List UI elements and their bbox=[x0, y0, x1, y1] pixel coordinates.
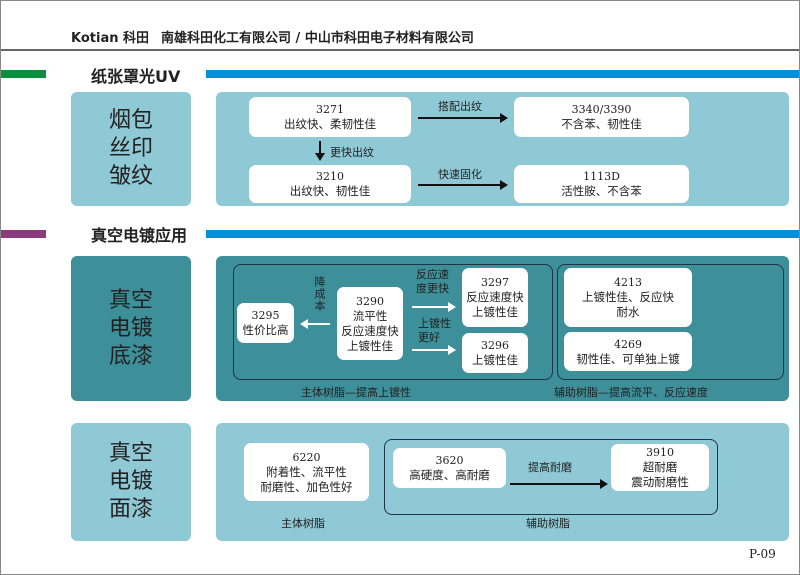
aux-resin-group bbox=[384, 439, 718, 515]
product-desc: 耐磨性、加色性好 bbox=[260, 479, 353, 494]
product-desc: 耐水 bbox=[616, 305, 640, 319]
product-desc: 反应速度快 bbox=[341, 323, 399, 338]
header: Kotian 科田南雄科田化工有限公司 / 中山市科田电子材料有限公司 bbox=[71, 27, 486, 46]
main-resin-caption: 主体树脂 bbox=[281, 517, 325, 530]
product-code: 3910 bbox=[646, 446, 674, 459]
arrow-label: 反应速度更快 bbox=[416, 268, 449, 295]
side-label-basecoat: 真空 电镀 底漆 bbox=[71, 256, 191, 401]
side-label-topcoat: 真空 电镀 面漆 bbox=[71, 423, 191, 541]
arrow-label: 上镀性更好 bbox=[418, 317, 451, 344]
section-bar-blue bbox=[206, 230, 799, 238]
product-desc: 上镀性佳 bbox=[347, 338, 393, 353]
section-bar-blue bbox=[206, 70, 799, 78]
main-resin-caption: 主体树脂—提高上镀性 bbox=[301, 386, 411, 399]
product-code: 3340/3390 bbox=[571, 103, 632, 116]
arrow-left-icon bbox=[300, 319, 330, 329]
arrow-label: 更快出纹 bbox=[330, 146, 374, 159]
product-desc: 韧性佳、可单独上镀 bbox=[576, 351, 680, 366]
arrow-right-icon bbox=[510, 479, 608, 489]
product-code: 3290 bbox=[356, 294, 384, 308]
product-code: 3296 bbox=[481, 339, 509, 352]
arrow-label: 快速固化 bbox=[438, 168, 482, 181]
product-desc: 活性胺、不含苯 bbox=[561, 184, 642, 198]
product-code: 1113D bbox=[583, 170, 620, 183]
section-title-uv: 纸张罩光UV bbox=[91, 67, 181, 86]
side-label-packaging: 烟包 丝印 皱纹 bbox=[71, 92, 191, 206]
product-code: 4213 bbox=[614, 276, 642, 289]
product-code: 3271 bbox=[316, 103, 344, 116]
product-desc: 性价比高 bbox=[242, 323, 289, 337]
aux-resin-caption: 辅助树脂—提高流平、反应速度 bbox=[554, 386, 708, 399]
product-code: 3295 bbox=[251, 309, 280, 322]
product-desc: 上镀性佳 bbox=[472, 353, 518, 367]
product-code: 3210 bbox=[316, 170, 344, 183]
arrow-right-icon bbox=[412, 345, 456, 355]
section-title-vacuum: 真空电镀应用 bbox=[91, 226, 188, 245]
section-bar-purple bbox=[1, 230, 46, 238]
arrow-right-icon bbox=[418, 113, 508, 123]
company-names: 南雄科田化工有限公司 / 中山市科田电子材料有限公司 bbox=[161, 31, 474, 46]
product-code: 4269 bbox=[614, 337, 642, 351]
product-code: 3620 bbox=[435, 454, 464, 467]
product-desc: 出纹快、韧性佳 bbox=[289, 184, 371, 198]
product-desc: 反应速度快 bbox=[466, 290, 524, 304]
product-desc: 流平性 bbox=[352, 308, 388, 323]
arrow-down-icon bbox=[315, 141, 325, 161]
arrow-label: 搭配出纹 bbox=[438, 100, 482, 113]
product-desc: 震动耐磨性 bbox=[631, 475, 689, 489]
product-code: 3297 bbox=[481, 276, 509, 289]
product-desc: 上镀性佳 bbox=[472, 305, 518, 319]
page-number: P-09 bbox=[749, 547, 776, 561]
header-divider bbox=[1, 49, 799, 51]
product-code: 6220 bbox=[292, 450, 321, 464]
product-desc: 附着性、流平性 bbox=[266, 464, 347, 479]
product-desc: 不含苯、韧性佳 bbox=[561, 117, 642, 131]
main-resin-group bbox=[233, 264, 553, 380]
product-desc: 高硬度、高耐磨 bbox=[409, 468, 490, 482]
section-bar-green bbox=[1, 70, 46, 78]
product-desc: 上镀性佳、反应快 bbox=[582, 290, 674, 304]
product-desc: 超耐磨 bbox=[642, 460, 678, 474]
brand: Kotian 科田 bbox=[71, 31, 150, 46]
arrow-label: 降成本 bbox=[313, 276, 326, 312]
aux-resin-group bbox=[557, 264, 784, 380]
arrow-right-icon bbox=[412, 302, 456, 312]
arrow-label: 提高耐磨 bbox=[528, 461, 572, 474]
aux-resin-caption: 辅助树脂 bbox=[526, 517, 570, 530]
arrow-right-icon bbox=[418, 180, 508, 190]
product-desc: 出纹快、柔韧性佳 bbox=[284, 117, 376, 131]
